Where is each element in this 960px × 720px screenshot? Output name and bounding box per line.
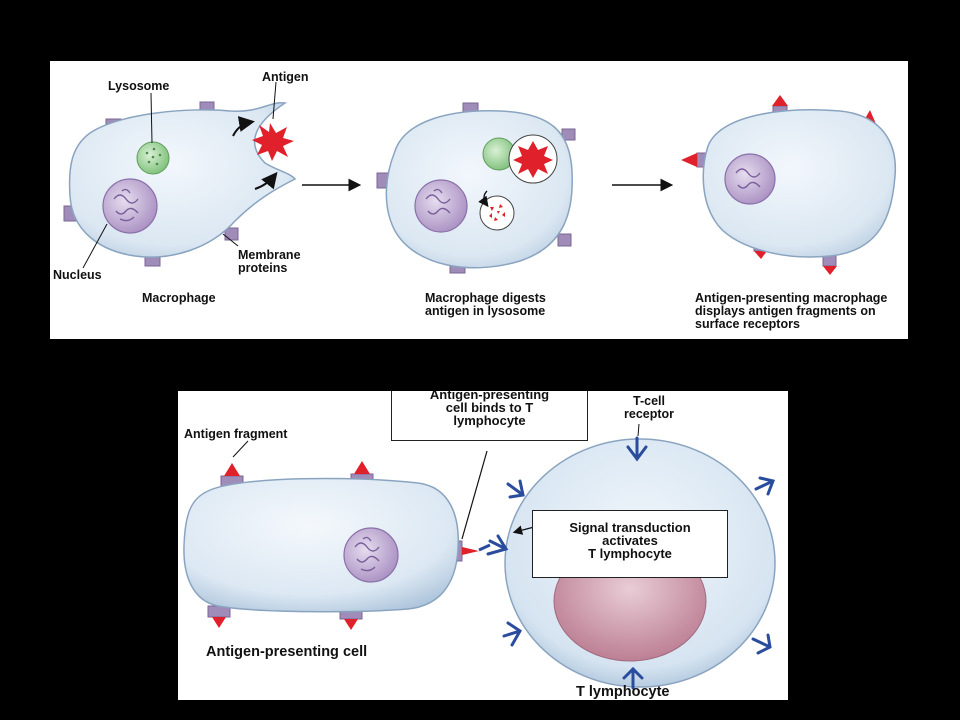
macrophage-cell xyxy=(63,101,297,267)
stage2-caption: Macrophage digests antigen in lysosome xyxy=(425,291,546,318)
lysosome-label: Lysosome xyxy=(108,79,170,93)
membrane-proteins-label: Membrane proteins xyxy=(238,248,301,275)
top-panel: Lysosome Antigen Nucleus Membrane protei… xyxy=(50,61,908,339)
apc-caption: Antigen-presenting cell xyxy=(206,644,368,660)
nucleus xyxy=(102,178,158,234)
t-lymphocyte-caption: T lymphocyte xyxy=(576,684,670,700)
t-cell-receptor-label: T-cell receptor xyxy=(624,394,675,421)
antigen-presenting-cell xyxy=(183,461,463,630)
antigen-label: Antigen xyxy=(262,70,309,84)
nucleus-label: Nucleus xyxy=(53,268,102,282)
antigen-presenting-macrophage xyxy=(681,95,897,275)
top-diagram xyxy=(63,81,897,275)
stage3-caption: Antigen-presenting macrophage displays a… xyxy=(695,291,888,331)
stage1-caption: Macrophage xyxy=(142,291,216,305)
antigen-icon xyxy=(252,123,294,161)
t-cell-receptor-icon xyxy=(486,436,776,690)
antigen-fragment-icon xyxy=(224,463,240,476)
antigen-fragment-label: Antigen fragment xyxy=(184,427,288,441)
digesting-macrophage xyxy=(376,102,576,274)
membrane-protein xyxy=(224,227,239,241)
bottom-panel: Antigen-presenting cell binds to T lymph… xyxy=(178,391,788,700)
callout-line xyxy=(461,450,488,540)
signal-transduction-box: Signal transduction activates T lymphocy… xyxy=(532,510,728,578)
cell-binds-box: Antigen-presenting cell binds to T lymph… xyxy=(391,391,588,441)
